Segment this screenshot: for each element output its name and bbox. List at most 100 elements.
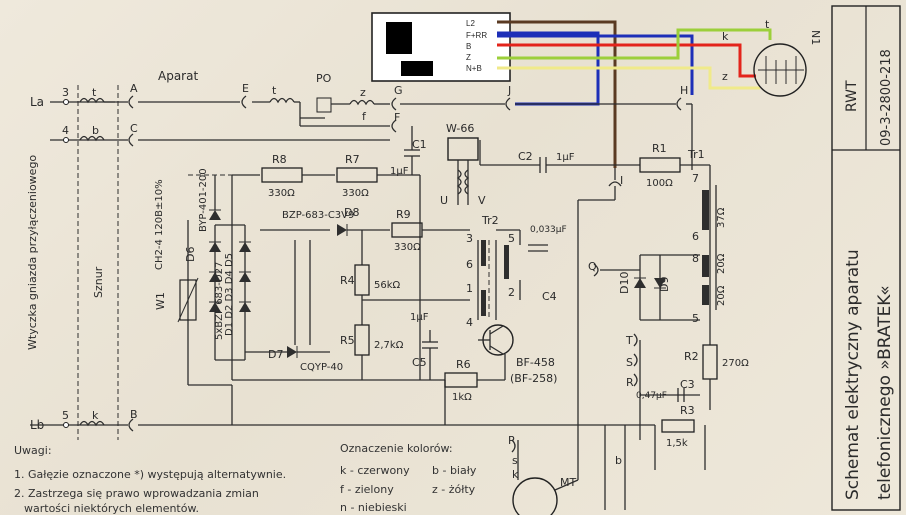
- label-r9-value: 330Ω: [394, 242, 421, 253]
- label-c1-value: 1µF: [390, 166, 409, 177]
- label-s-small: s: [512, 454, 518, 467]
- labels: Aparat Sznur Wtyczka gniazda przyłączeni…: [26, 18, 822, 489]
- label-tr1-20a: 20Ω: [716, 253, 727, 274]
- transistor-bf458: [422, 324, 514, 388]
- label-3: 3: [62, 86, 69, 99]
- label-tr2-4: 4: [466, 316, 473, 329]
- label-e: E: [242, 82, 249, 95]
- label-pin-7: 7: [692, 172, 699, 185]
- label-tr2-6: 6: [466, 258, 473, 271]
- pin-label-frr: F+RR: [466, 31, 487, 40]
- label-r6: R6: [456, 358, 471, 371]
- pin-label-b: B: [466, 42, 471, 51]
- label-r5: R5: [340, 334, 355, 347]
- code-number: 09-3-2800-218: [879, 49, 894, 146]
- label-bf458: BF-458: [516, 356, 555, 369]
- title-line-2: telefonicznego »BRATEK«: [875, 285, 895, 500]
- notes-heading: Uwagi:: [14, 444, 52, 457]
- ringer-n1: [753, 43, 807, 97]
- notes-block: Uwagi: 1. Gałęzie oznaczone *) występują…: [14, 444, 286, 515]
- label-w1-type: CH2-4 120B±10%: [154, 179, 165, 270]
- pin-label-nb: N+B: [466, 64, 482, 73]
- label-t3: t: [765, 18, 770, 31]
- label-tr2-1: 1: [466, 282, 473, 295]
- legend-b: b - biały: [432, 464, 477, 477]
- label-r8-value: 330Ω: [268, 188, 295, 199]
- label-c2: C2: [518, 150, 533, 163]
- label-r1: R1: [652, 142, 667, 155]
- label-c4-value: 0,033µF: [530, 225, 567, 235]
- label-b2: b: [615, 454, 622, 467]
- label-c1: C1: [412, 138, 427, 151]
- label-r3-value: 1,5k: [666, 438, 688, 449]
- transformer-tr2: [447, 137, 548, 320]
- label-4: 4: [62, 124, 69, 137]
- label-g: G: [394, 84, 403, 97]
- notes-item-2: 2. Zastrzega się prawo wprowadzania zmia…: [14, 487, 259, 500]
- label-pin-8: 8: [692, 252, 699, 265]
- label-c3-value: 0,47µF: [636, 391, 667, 401]
- label-d8: D8: [344, 206, 359, 219]
- label-r9: R9: [396, 208, 411, 221]
- label-tr2-5: 5: [508, 232, 515, 245]
- label-n1: N1: [809, 30, 822, 45]
- section-sznur: Sznur: [92, 266, 105, 298]
- label-d10: D10: [618, 272, 631, 294]
- label-p: P: [508, 434, 515, 447]
- transformer-tr1: [479, 140, 718, 440]
- zener-led-network: [245, 222, 470, 380]
- label-t-right: T: [625, 334, 633, 347]
- label-c4: C4: [542, 290, 557, 303]
- diode-stack: [209, 175, 251, 361]
- connector-box: L2 F+RR B Z N+B: [371, 12, 511, 82]
- wire-red: [497, 43, 756, 78]
- label-bf258: (BF-258): [510, 372, 557, 385]
- label-d1-d5-type: 5xBZP 683-D27: [214, 262, 225, 340]
- label-r1-value: 100Ω: [646, 178, 673, 189]
- label-r4-value: 56kΩ: [374, 280, 401, 291]
- line-la: [50, 95, 693, 170]
- label-tr2-2: 2: [508, 286, 515, 299]
- label-terminal-b: B: [130, 408, 138, 421]
- label-tr1-37: 37Ω: [716, 207, 727, 228]
- label-r6-value: 1kΩ: [452, 392, 472, 403]
- label-v: V: [478, 194, 486, 207]
- label-c2-value: 1µF: [556, 152, 575, 163]
- label-d8-type: BZP-683-C3V9: [282, 210, 354, 221]
- label-c5-value: 1µF: [410, 312, 429, 323]
- label-tr2: Tr2: [481, 214, 499, 227]
- label-r8: R8: [272, 153, 287, 166]
- label-d7: D7: [268, 348, 283, 361]
- label-h: H: [680, 84, 688, 97]
- label-tr1-20b: 20Ω: [716, 285, 727, 306]
- label-pin-6: 6: [692, 230, 699, 243]
- label-f-small: f: [362, 110, 367, 123]
- legend-n: n - niebieski: [340, 501, 407, 514]
- label-r5-value: 2,7kΩ: [374, 340, 404, 351]
- pin-label-l2: L2: [466, 19, 475, 28]
- label-k2: k: [512, 468, 519, 481]
- label-r3: R3: [680, 404, 695, 417]
- label-r4: R4: [340, 274, 355, 287]
- notes-item-1: 1. Gałęzie oznaczone *) występują altern…: [14, 468, 286, 481]
- label-b: b: [92, 124, 99, 137]
- label-s: S: [626, 356, 633, 369]
- label-d7-type: CQYP-40: [300, 362, 343, 373]
- label-j: J: [507, 84, 511, 97]
- label-d6-type: BYP-401-200: [198, 168, 209, 232]
- label-z2: z: [722, 70, 728, 83]
- label-w66: W-66: [446, 122, 474, 135]
- line-c: [50, 118, 420, 175]
- label-r: R: [626, 376, 634, 389]
- label-c3: C3: [680, 378, 695, 391]
- label-d9: D9: [658, 277, 671, 292]
- title-block: [831, 5, 901, 511]
- color-legend: Oznaczenie kolorów: k - czerwony b - bia…: [340, 442, 477, 514]
- label-tr2-3: 3: [466, 232, 473, 245]
- label-t2: t: [272, 84, 277, 97]
- label-mt: MT: [560, 476, 576, 489]
- wire-brown: [497, 20, 617, 168]
- motor-mt: [511, 425, 626, 515]
- label-pin-5: 5: [692, 312, 699, 325]
